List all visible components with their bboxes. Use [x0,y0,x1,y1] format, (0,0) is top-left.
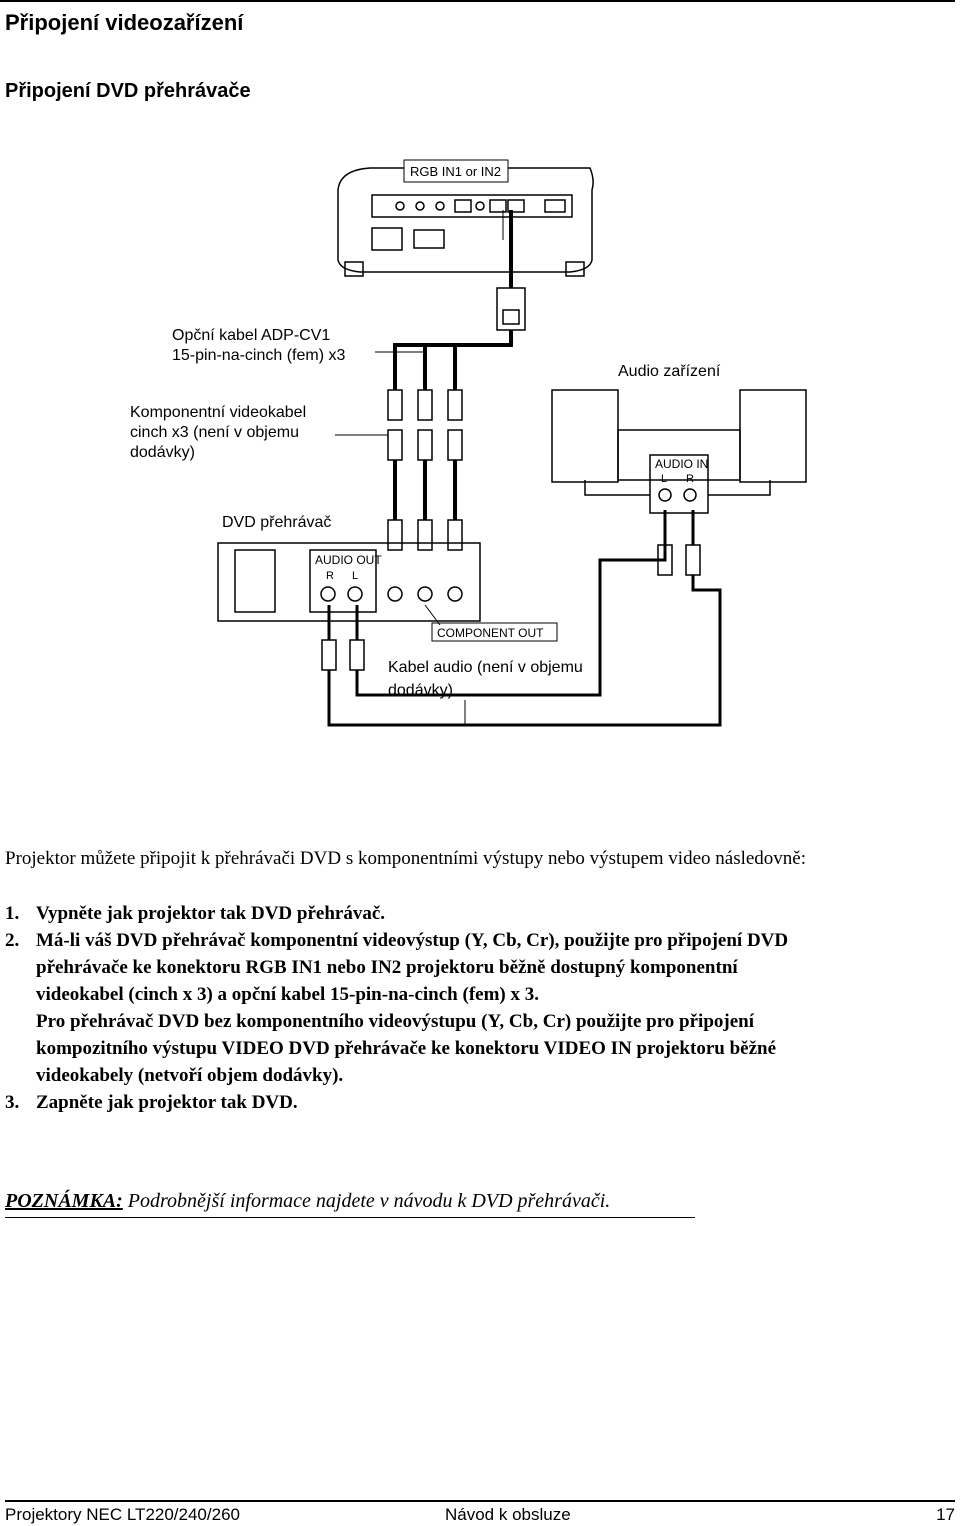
step-text: kompozitního výstupu VIDEO DVD přehrávač… [36,1038,777,1059]
audio-device-illustration [551,389,807,514]
component-cable-label-3: dodávky) [130,444,195,461]
step-number: 1. [5,903,20,924]
vga-connector [496,210,526,331]
intro-text: Projektor můžete připojit k přehrávači D… [5,848,807,869]
step-text: videokabely (netvoří objem dodávky). [36,1065,344,1086]
step-number: 3. [5,1092,20,1113]
step-text: přehrávače ke konektoru RGB IN1 nebo IN2… [36,957,738,978]
top-rule [0,0,955,2]
option-cable-label-2: 15-pin-na-cinch (fem) x3 [172,347,346,364]
component-cable-plugs-top [387,389,463,461]
component-cable-plugs-bottom [387,519,463,551]
component-out-label: COMPONENT OUT [437,626,544,640]
option-cable-label-1: Opční kabel ADP-CV1 [172,327,330,344]
dvd-player-label: DVD přehrávač [222,514,331,531]
audio-out-label: AUDIO OUT [315,553,382,567]
audio-out-l-label: L [352,570,358,582]
projector-illustration [337,167,594,277]
audio-cable-wires [327,510,722,727]
note-rule [5,1217,695,1218]
dvd-player-illustration [217,542,481,622]
step-1: 1. Vypněte jak projektor tak DVD přehráv… [5,900,945,927]
audio-device-label: Audio zařízení [618,363,721,380]
page-number: 17 [936,1505,955,1524]
connection-diagram: RGB IN1 or IN2 Opční kabel ADP-CV1 15-pi… [130,159,807,727]
step-text: Pro přehrávač DVD bez komponentního vide… [36,1011,754,1032]
rgb-in-label: RGB IN1 or IN2 [410,164,501,179]
step-text: Má-li váš DVD přehrávač komponentní vide… [36,930,789,951]
step-3: 3. Zapněte jak projektor tak DVD. [5,1089,945,1116]
step-text: videokabel (cinch x 3) a opční kabel 15-… [36,984,539,1005]
option-cable-wires [393,330,513,390]
audio-in-label: AUDIO IN [655,457,708,471]
step-text: Vypněte jak projektor tak DVD přehrávač. [36,903,386,924]
audio-cable-label-2: dodávky) [388,682,453,699]
component-cable-label-2: cinch x3 (není v objemu [130,424,299,441]
step-text: Zapněte jak projektor tak DVD. [36,1092,298,1113]
note-text: Podrobnější informace najdete v návodu k… [122,1190,611,1212]
component-cable-label-1: Komponentní videokabel [130,404,306,421]
note: POZNÁMKA: Podrobnější informace najdete … [5,1190,610,1213]
audio-cable-label-1: Kabel audio (není v objemu [388,659,583,676]
step-2: 2. Má-li váš DVD přehrávač komponentní v… [5,927,945,1089]
step-number: 2. [5,930,20,951]
audio-in-l-label: L [661,473,667,485]
section-title: Připojení DVD přehrávače [5,80,251,102]
footer-rule [5,1500,955,1502]
footer-manual-name: Návod k obsluze [445,1505,571,1524]
footer-product: Projektory NEC LT220/240/260 [5,1505,240,1524]
audio-in-r-label: R [686,473,694,485]
audio-out-r-label: R [326,570,334,582]
note-label: POZNÁMKA: [5,1190,123,1212]
steps-list: 1. Vypněte jak projektor tak DVD přehráv… [5,900,945,1116]
page-title: Připojení videozařízení [5,10,244,35]
